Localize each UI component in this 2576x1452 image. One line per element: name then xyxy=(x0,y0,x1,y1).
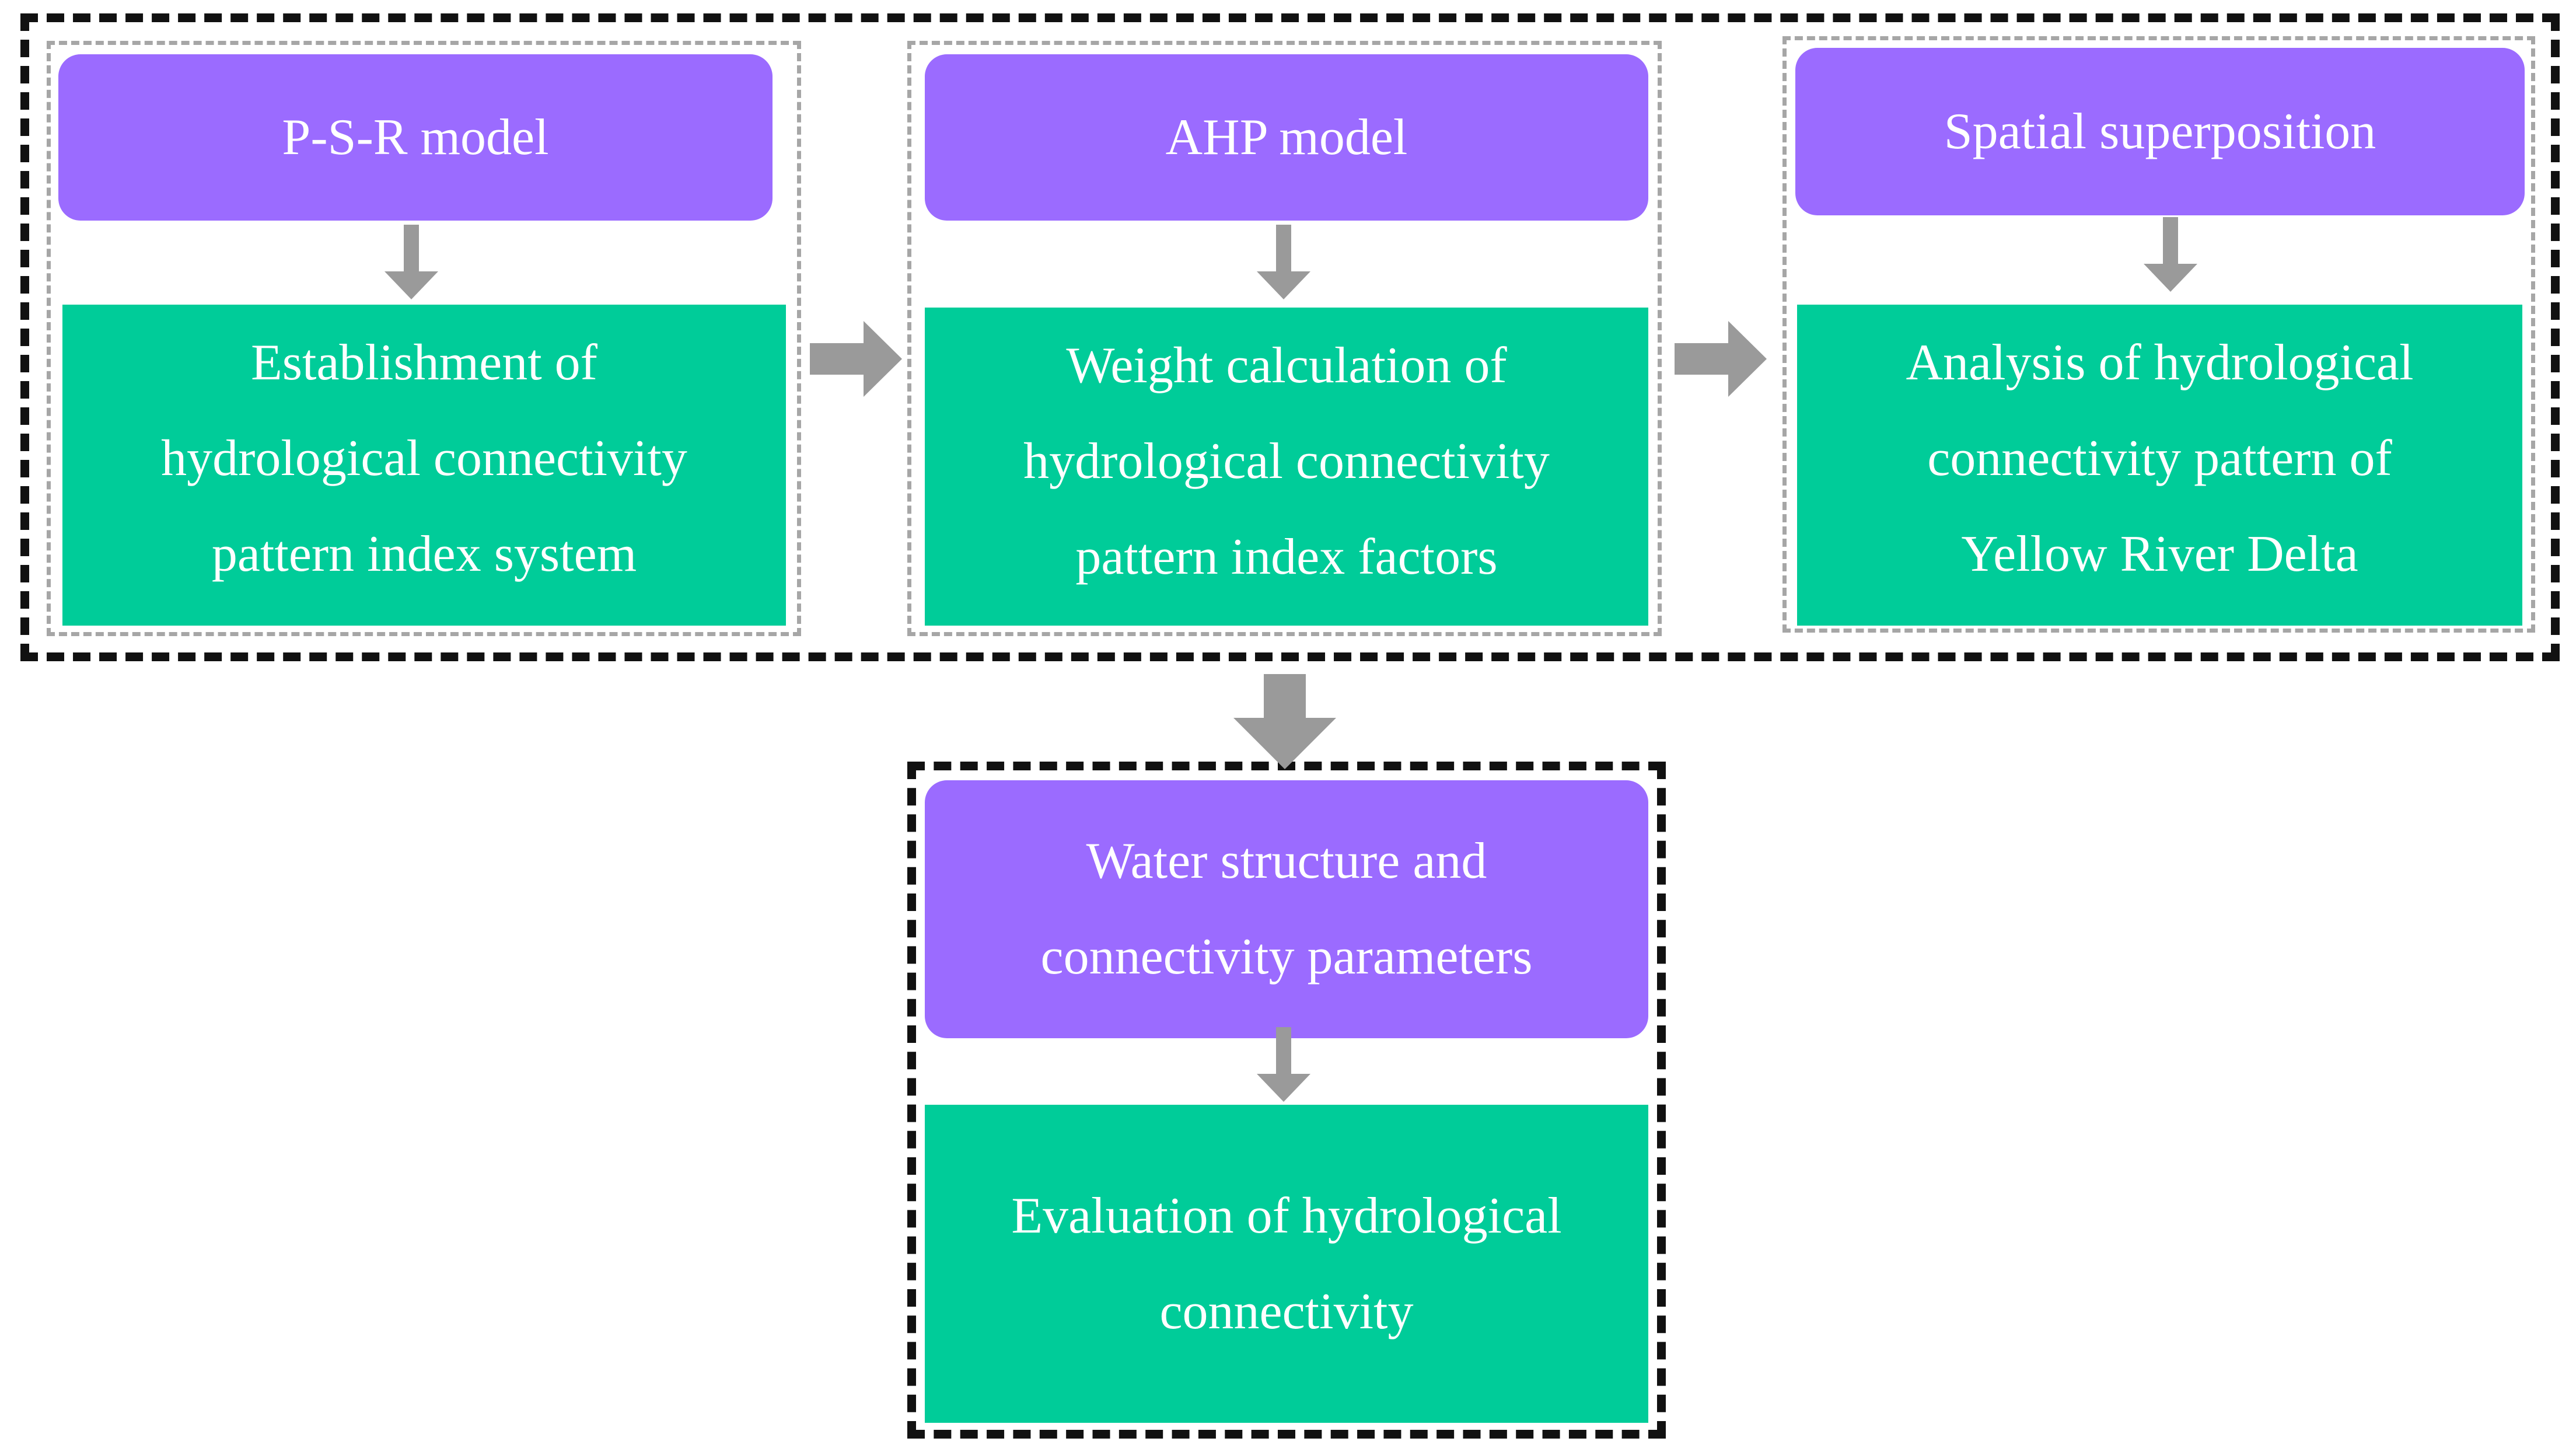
right-arrow-icon xyxy=(810,321,902,397)
down-arrow-icon xyxy=(1233,674,1336,769)
column-3-frame xyxy=(1782,36,2535,633)
weight-calculation-line-1: Weight calculation of xyxy=(1066,337,1507,394)
bottom-stage-frame xyxy=(907,762,1666,1439)
ahp-model-box: AHP model xyxy=(925,54,1648,221)
pattern-analysis-box: Analysis of hydrological connectivity pa… xyxy=(1797,305,2522,626)
index-system-line-3: pattern index system xyxy=(211,526,637,582)
top-stage-frame xyxy=(20,13,2560,661)
connectivity-evaluation-line-1: Evaluation of hydrological xyxy=(1011,1187,1562,1244)
connectivity-evaluation-box: Evaluation of hydrological connectivity xyxy=(925,1105,1648,1423)
column-2-frame xyxy=(907,41,1662,636)
index-system-line-1: Establishment of xyxy=(251,334,597,391)
right-arrow-icon xyxy=(1675,321,1767,397)
water-structure-box: Water structure and connectivity paramet… xyxy=(925,780,1648,1038)
weight-calculation-line-3: pattern index factors xyxy=(1075,529,1498,585)
pattern-analysis-line-2: connectivity pattern of xyxy=(1927,430,2392,487)
index-system-line-2: hydrological connectivity xyxy=(161,430,687,487)
down-arrow-icon xyxy=(1257,1027,1310,1102)
pattern-analysis-line-1: Analysis of hydrological xyxy=(1906,334,2414,391)
weight-calculation-box: Weight calculation of hydrological conne… xyxy=(925,308,1648,626)
connectivity-evaluation-line-2: connectivity xyxy=(1159,1283,1414,1340)
down-arrow-icon xyxy=(1257,225,1310,299)
weight-calculation-line-2: hydrological connectivity xyxy=(1023,433,1550,490)
spatial-superposition-box: Spatial superposition xyxy=(1795,48,2525,215)
water-structure-line-2: connectivity parameters xyxy=(1040,929,1533,985)
psr-model-box: P-S-R model xyxy=(58,54,773,221)
pattern-analysis-line-3: Yellow River Delta xyxy=(1961,526,2358,582)
index-system-box: Establishment of hydrological connectivi… xyxy=(62,305,786,626)
down-arrow-icon xyxy=(385,225,438,299)
psr-model-label: P-S-R model xyxy=(282,109,549,166)
down-arrow-icon xyxy=(2144,217,2197,292)
water-structure-line-1: Water structure and xyxy=(1086,833,1487,889)
ahp-model-label: AHP model xyxy=(1165,109,1408,166)
spatial-superposition-label: Spatial superposition xyxy=(1944,103,2376,160)
column-1-frame xyxy=(47,41,801,636)
